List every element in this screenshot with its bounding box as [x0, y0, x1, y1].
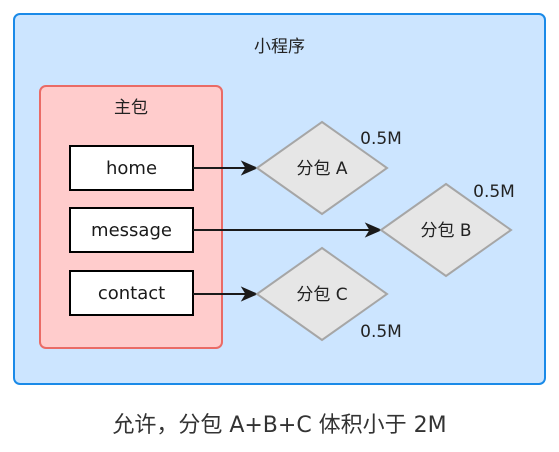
page-node-contact: contact [69, 270, 194, 316]
arrow-contact-to-subpackage-c [193, 286, 259, 302]
page-box-home [69, 145, 194, 191]
diagram-caption: 允许，分包 A+B+C 体积小于 2M [112, 413, 446, 438]
subpackage-diamond-c [255, 246, 389, 342]
subpackage-size-c: 0.5M [360, 322, 402, 342]
subpackage-label-b: 分包 B [420, 221, 471, 241]
subpackage-diamond-a [255, 120, 389, 216]
subpackage-a: 分包 A 0.5M [255, 120, 402, 216]
subpackage-size-b: 0.5M [473, 182, 515, 202]
subpackage-size-a: 0.5M [360, 129, 402, 149]
miniprogram-title: 小程序 [254, 37, 305, 57]
arrow-message-to-subpackage-b [193, 222, 383, 238]
page-node-home: home [69, 145, 194, 191]
subpackage-diamond-b [379, 182, 513, 278]
subpackage-b: 分包 B 0.5M [379, 182, 515, 278]
arrowhead [240, 160, 259, 176]
subpackage-label-a: 分包 A [296, 159, 347, 179]
main-package-label: 主包 [114, 98, 148, 118]
arrowhead [240, 286, 259, 302]
arrow-home-to-subpackage-a [193, 160, 259, 176]
page-label-home: home [106, 158, 157, 179]
page-label-contact: contact [98, 283, 165, 304]
subpackage-label-c: 分包 C [296, 285, 347, 305]
arrowhead [364, 222, 383, 238]
page-label-message: message [91, 220, 172, 241]
subpackage-c: 分包 C 0.5M [255, 246, 402, 342]
page-node-message: message [69, 207, 194, 253]
